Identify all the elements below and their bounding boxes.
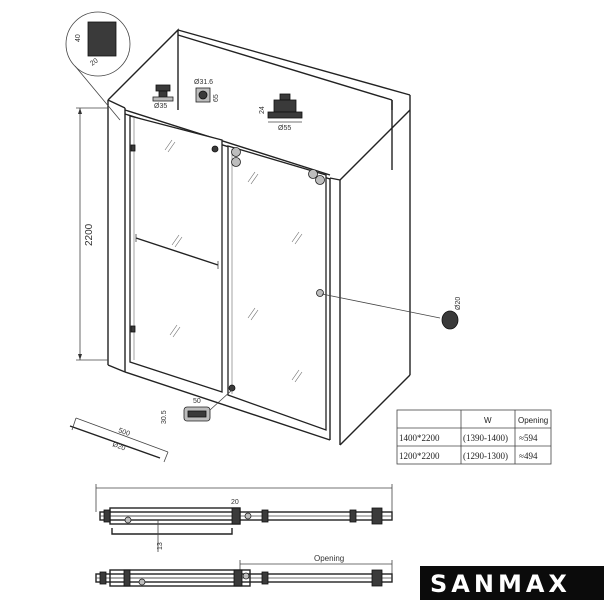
roller-a-label: Ø35 [154,103,167,110]
profile-width-label: 20 [89,57,99,67]
plan-depth-label: 13 [157,542,164,550]
roller-left-bottom [231,157,241,167]
handle-length-label: 500 [117,427,130,438]
handle-detail: 500 Ø20 [69,417,169,463]
roller-detail-a: Ø35 [152,84,174,110]
knob-label: Ø20 [455,297,462,310]
stopper [211,145,219,153]
wall-bracket-top [130,144,136,152]
table-row-2-size: 1200*2200 [399,451,440,461]
roller-c-label: 65 [213,94,220,102]
roller-detail-b: Ø31.6 65 [194,79,220,103]
height-label: 2200 [84,223,95,246]
sliding-glass-door [211,145,327,431]
roller-d-label: 24 [259,106,266,114]
profile-detail-inset: 40 20 [65,11,131,121]
roller-e-label: Ø55 [278,125,291,132]
guide-detail: 50 30.5 [161,389,233,424]
guide-width-label: 50 [193,398,201,405]
table-header-w: W [484,416,492,425]
spec-table: W Opening 1400*2200 (1390-1400) ≈594 120… [396,409,552,465]
plan-view-open: Opening [95,554,393,587]
plan-view-closed: 13 20 [95,484,393,552]
handle-dia-label: Ø20 [111,441,126,452]
enclosure-frame [107,28,411,446]
table-row-1-size: 1400*2200 [399,433,440,443]
bottom-guide [228,384,236,392]
opening-label: Opening [314,554,344,563]
roller-b-label: Ø31.6 [194,79,213,86]
roller-right-top [308,169,318,179]
knob-detail: Ø20 [321,293,462,330]
door-knob [316,289,324,297]
profile-depth-label: 40 [75,34,82,42]
guide-height-label: 30.5 [161,410,168,424]
table-row-1-opening: ≈594 [519,433,538,443]
roller-right-bottom [315,175,325,185]
table-row-1-w: (1390-1400) [463,433,508,443]
towel-bar [135,234,219,269]
plan-offset-label: 20 [231,499,239,506]
brand-name: SANMAX [430,570,571,598]
fixed-glass-panel [129,115,223,393]
table-row-2-w: (1290-1300) [463,451,508,461]
wall-bracket-bottom [130,325,136,333]
table-row-2-opening: ≈494 [519,451,538,461]
roller-left-top [231,147,241,157]
brand-logo: SANMAX [420,566,604,600]
roller-detail-c: 24 Ø55 [259,93,303,132]
table-header-opening: Opening [518,416,548,425]
height-dimension: 2200 [76,107,108,361]
